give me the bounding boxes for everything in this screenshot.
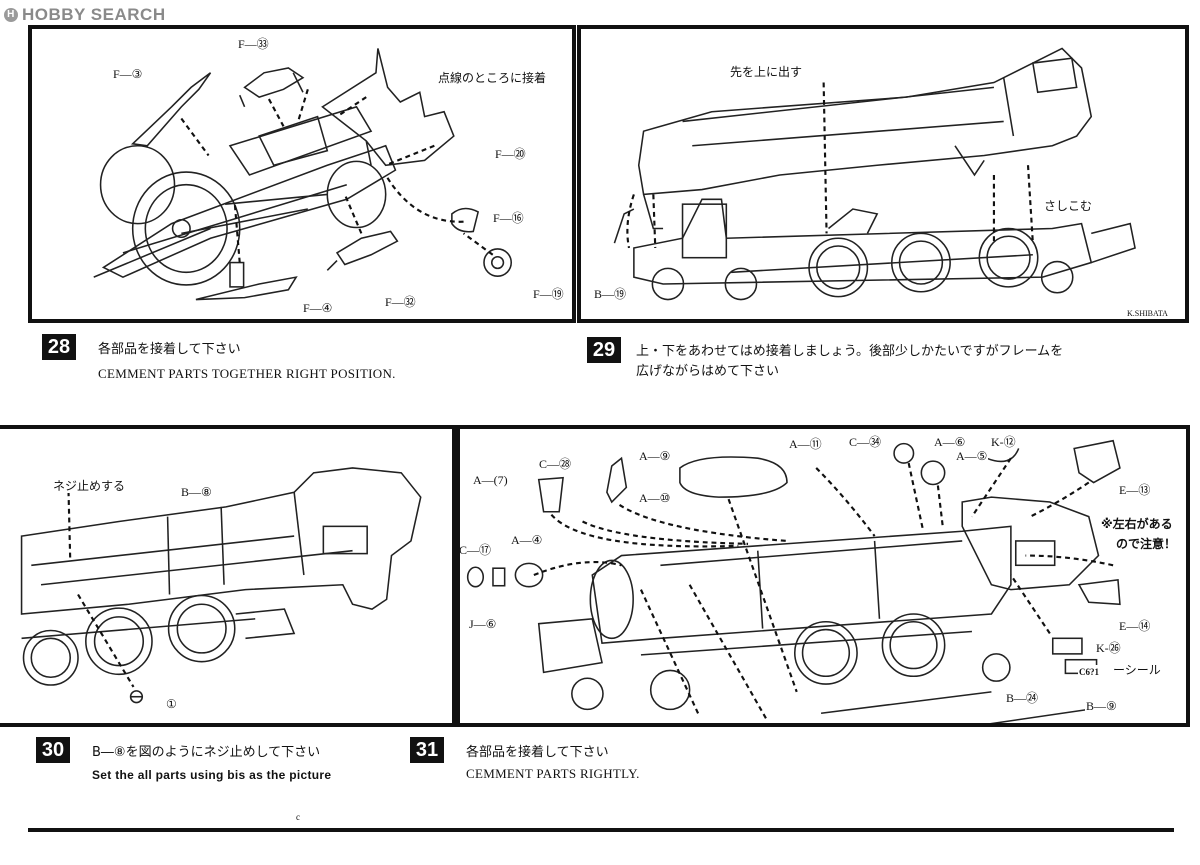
- step-31-number: 31: [410, 737, 444, 763]
- footer-mark: c: [296, 812, 300, 822]
- label-warn-line2: ので注意！: [1115, 537, 1178, 551]
- label-insert-note: さしこむ: [1043, 199, 1094, 213]
- label-f3: F―③: [112, 67, 144, 81]
- label-c17: C―⑰: [459, 543, 493, 557]
- label-f20: F―⑳: [494, 147, 527, 161]
- hobby-search-logo-icon: H: [4, 8, 18, 22]
- step-31-en: CEMMENT PARTS RIGHTLY.: [466, 766, 640, 781]
- label-a11: A―⑪: [788, 437, 823, 451]
- panel-step-30: ネジ止めする B―⑧ ①: [0, 425, 456, 727]
- step-30-number: 30: [36, 737, 70, 763]
- step-30-jp: B―⑧を図のようにネジ止めして下さい: [92, 745, 321, 760]
- label-c28: C―㉘: [538, 457, 573, 471]
- step-29-jp-line1: 上・下をあわせてはめ接着しましょう。後部少しかたいですがフレームを: [636, 344, 1064, 359]
- detail-parts-drawing: [466, 439, 1121, 723]
- panel-step-28: F―③ F―㉝ 点線のところに接着 F―⑳ F―⑯ F―⑲ F―㉜ F―④: [28, 25, 576, 323]
- label-e14: E―⑭: [1118, 619, 1152, 633]
- step-30-en: Set the all parts using bis as the pictu…: [92, 768, 332, 782]
- step-29-number: 29: [587, 337, 621, 363]
- step-31-jp: 各部品を接着して下さい: [466, 745, 609, 760]
- label-b24: B―㉔: [1005, 691, 1040, 705]
- label-warn-line1: ※左右がある: [1100, 517, 1174, 531]
- label-k12: K-⑫: [990, 435, 1017, 449]
- step-29-jp-line2: 広げながらはめて下さい: [636, 364, 780, 379]
- label-j6: J―⑥: [468, 617, 498, 631]
- label-b9: B―⑨: [1085, 699, 1118, 713]
- label-a4: A―④: [510, 533, 544, 547]
- label-a6: A―⑥: [933, 435, 967, 449]
- label-screw-note: ネジ止めする: [52, 479, 127, 493]
- label-a5: A―⑤: [955, 449, 989, 463]
- label-top-note: 先を上に出す: [729, 65, 804, 79]
- step-28-en: CEMMENT PARTS TOGETHER RIGHT POSITION.: [98, 366, 396, 381]
- hobby-search-watermark: H HOBBY SEARCH: [4, 4, 166, 26]
- watermark-text: HOBBY SEARCH: [22, 5, 166, 24]
- label-number-plate: C6?1: [1078, 665, 1100, 679]
- label-a10: A―⑩: [638, 491, 672, 505]
- panel-step-31: A―⑪ C―㉞ A―⑥ K-⑫ A―⑤ E―⑬ A―(7) C―㉘ A―⑨ A―…: [456, 425, 1190, 727]
- label-f16: F―⑯: [492, 211, 525, 225]
- step-28-number: 28: [42, 334, 76, 360]
- label-dotted-note: 点線のところに接着: [437, 71, 548, 85]
- frame-assembly-drawing: [93, 48, 513, 301]
- label-e13: E―⑬: [1118, 483, 1152, 497]
- screw-fixing-drawing: [20, 467, 422, 704]
- label-screw-part: ①: [165, 697, 178, 711]
- label-a9: A―⑨: [638, 449, 672, 463]
- panel-step-29: 先を上に出す さしこむ B―⑲ K.SHIBATA: [577, 25, 1189, 323]
- label-f19: F―⑲: [532, 287, 565, 301]
- label-a7: A―(7): [472, 473, 509, 487]
- label-f33: F―㉝: [237, 37, 270, 51]
- label-credit: K.SHIBATA: [1126, 307, 1169, 319]
- step-28-jp: 各部品を接着して下さい: [98, 342, 241, 357]
- label-b19: B―⑲: [593, 287, 628, 301]
- label-c34: C―㉞: [848, 435, 883, 449]
- label-k26: K-㉖: [1095, 641, 1122, 655]
- label-b8: B―⑧: [180, 485, 213, 499]
- body-mating-drawing: [613, 47, 1136, 301]
- label-f4: F―④: [302, 301, 334, 315]
- label-f32: F―㉜: [384, 295, 417, 309]
- bottom-rule: [28, 828, 1174, 832]
- label-seal: ーシール: [1112, 663, 1162, 677]
